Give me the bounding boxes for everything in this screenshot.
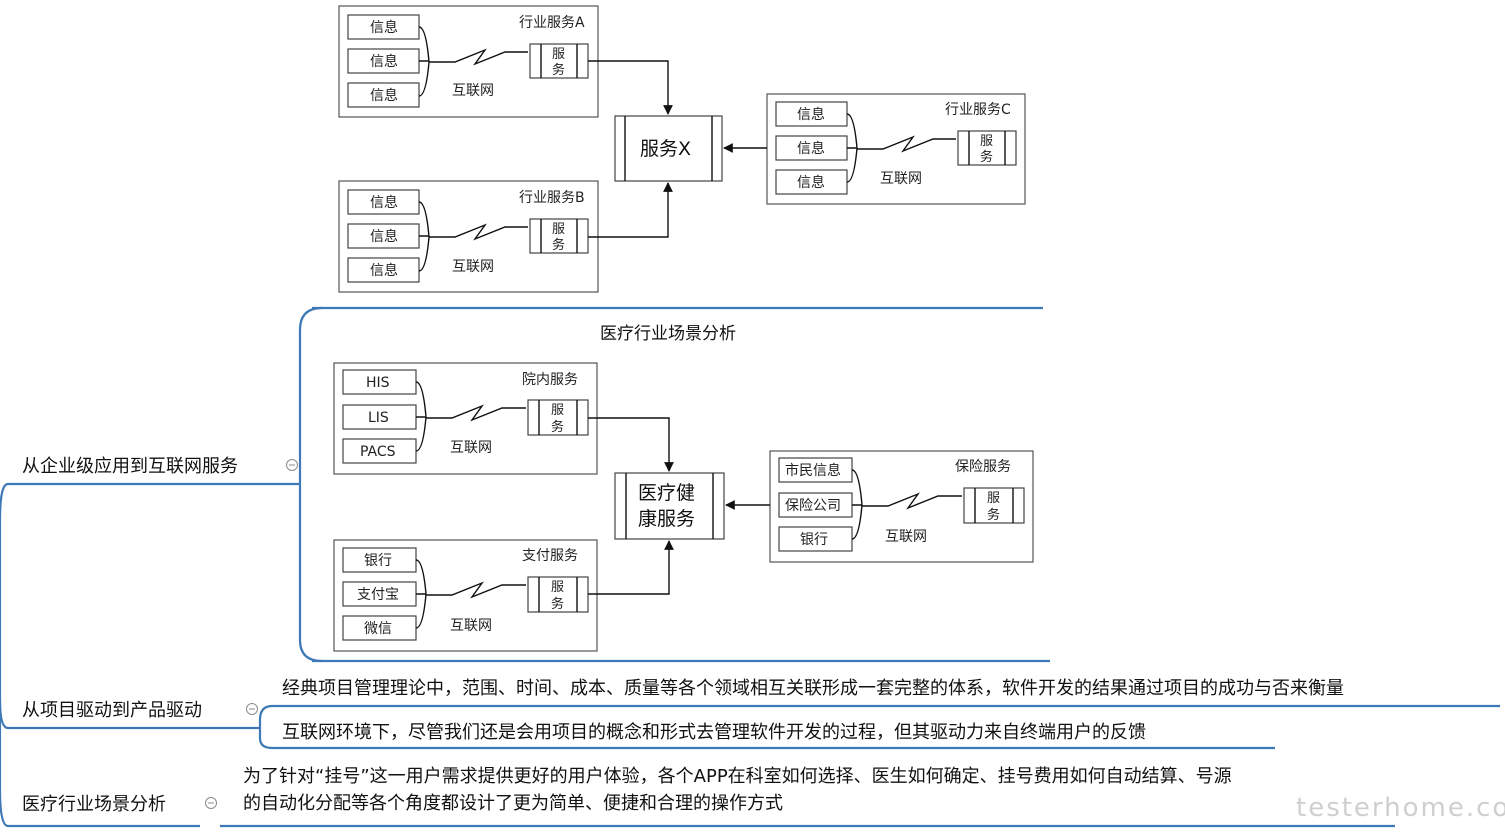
collapse-toggle-icon[interactable]: [286, 459, 298, 471]
center-medical-health-service: 医疗健 康服务: [614, 472, 725, 540]
group-title: 院内服务: [522, 372, 578, 388]
center-label-line1: 医疗健: [638, 482, 695, 504]
info-item: 银行: [364, 553, 392, 569]
info-item: 信息: [370, 53, 398, 70]
internet-zigzag: [429, 223, 528, 241]
service-label: 务: [552, 62, 565, 78]
service-label: 务: [551, 596, 564, 612]
branch-label: 从企业级应用到互联网服务: [22, 456, 238, 477]
watermark: testerhome.com: [1296, 793, 1505, 823]
center-label-line2: 康服务: [638, 508, 695, 530]
internet-label: 互联网: [450, 440, 492, 456]
group-title: 保险服务: [955, 459, 1011, 475]
internet-label: 互联网: [885, 529, 927, 545]
branch-child-text: 经典项目管理理论中，范围、时间、成本、质量等各个领域相互关联形成一套完整的体系，…: [282, 678, 1344, 699]
group-industry-service-a: 行业服务A 信息 信息 信息 互联网 服 务: [338, 5, 599, 118]
info-item: 保险公司: [785, 498, 841, 514]
internet-label: 互联网: [452, 83, 494, 99]
collapse-toggle-icon[interactable]: [205, 797, 217, 809]
info-item: 信息: [797, 174, 825, 191]
mind-map-branches: 从企业级应用到互联网服务 从项目驱动到产品驱动 经典项目管理理论中，范围、时间、…: [0, 306, 1500, 828]
medical-heading: 医疗行业场景分析: [600, 324, 736, 344]
group-industry-service-b: 行业服务B 信息 信息 信息 互联网 服 务: [338, 180, 599, 293]
group-payment-service: 支付服务 银行 支付宝 微信 互联网 服 务: [333, 539, 598, 652]
info-item: 银行: [800, 532, 828, 548]
group-title: 行业服务B: [519, 190, 585, 206]
service-label: 服: [987, 491, 1000, 506]
group-title: 行业服务A: [519, 15, 585, 31]
arrow-b-to-x: [588, 182, 673, 238]
internet-zigzag: [862, 492, 962, 510]
group-hospital-service: 院内服务 HIS LIS PACS 互联网 服 务: [333, 362, 598, 475]
internet-zigzag: [426, 404, 526, 422]
internet-zigzag: [429, 48, 528, 66]
internet-zigzag: [426, 581, 526, 599]
arrow-a-to-x: [588, 60, 673, 115]
service-label: 服: [980, 134, 993, 149]
info-item: HIS: [366, 375, 390, 391]
info-item: 支付宝: [357, 587, 399, 603]
info-item: 信息: [370, 87, 398, 104]
group-insurance-service: 保险服务 市民信息 保险公司 银行 互联网 服 务: [769, 450, 1034, 563]
medical-diagram: 医疗行业场景分析 院内服务 HIS LIS PACS 互联网 服 务 支付服务: [312, 306, 1050, 663]
branch-enterprise-to-internet[interactable]: 从企业级应用到互联网服务: [8, 456, 298, 486]
arrow-hospital-to-center: [588, 417, 674, 472]
info-item: 信息: [797, 140, 825, 157]
branch-label: 从项目驱动到产品驱动: [22, 700, 202, 721]
service-label: 服: [552, 47, 565, 62]
internet-zigzag: [857, 135, 956, 153]
service-label: 服: [551, 403, 564, 418]
internet-label: 互联网: [880, 171, 922, 187]
service-label: 服: [551, 580, 564, 595]
info-item: 信息: [370, 194, 398, 211]
branch-child-text: 的自动化分配等各个角度都设计了更为简单、便捷和合理的操作方式: [243, 793, 783, 814]
service-label: 务: [980, 149, 993, 165]
arrow-payment-to-center: [588, 540, 674, 595]
info-item: 信息: [370, 228, 398, 245]
info-item: 微信: [364, 621, 392, 637]
branch-label: 医疗行业场景分析: [22, 794, 166, 815]
branch-medical-scenario[interactable]: 医疗行业场景分析 为了针对“挂号”这一用户需求提供更好的用户体验，各个APP在科…: [8, 766, 1395, 828]
center-label: 服务X: [640, 138, 691, 160]
group-title: 行业服务C: [945, 102, 1011, 118]
branch-child-text: 为了针对“挂号”这一用户需求提供更好的用户体验，各个APP在科室如何选择、医生如…: [243, 766, 1232, 787]
info-item: PACS: [360, 444, 396, 460]
service-label: 务: [987, 507, 1000, 523]
service-label: 务: [551, 419, 564, 435]
service-label: 服: [552, 222, 565, 237]
internet-label: 互联网: [452, 259, 494, 275]
branch-project-to-product[interactable]: 从项目驱动到产品驱动 经典项目管理理论中，范围、时间、成本、质量等各个领域相互关…: [8, 678, 1500, 750]
info-item: LIS: [368, 410, 389, 426]
group-industry-service-c: 行业服务C 信息 信息 信息 互联网 服 务: [766, 93, 1026, 205]
center-service-x: 服务X: [614, 115, 723, 182]
collapse-toggle-icon[interactable]: [246, 703, 258, 715]
info-item: 信息: [797, 106, 825, 123]
info-item: 信息: [370, 262, 398, 279]
info-item: 信息: [370, 19, 398, 36]
service-label: 务: [552, 237, 565, 253]
group-title: 支付服务: [522, 548, 578, 564]
info-item: 市民信息: [785, 462, 841, 479]
service-x-diagram: 行业服务A 信息 信息 信息 互联网 服 务 行业服务B 信息 信息 信息: [338, 5, 1026, 293]
internet-label: 互联网: [450, 618, 492, 634]
branch-child-text: 互联网环境下，尽管我们还是会用项目的概念和形式去管理软件开发的过程，但其驱动力来…: [282, 721, 1146, 743]
